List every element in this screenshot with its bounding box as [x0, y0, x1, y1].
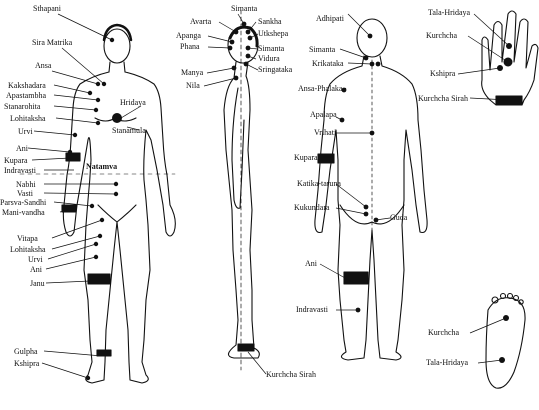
label-phana: Phana: [180, 42, 200, 51]
front-head: [103, 28, 131, 64]
foot-figure: [485, 292, 526, 389]
label-kurchcha-sirah-hand: Kurchcha Sirah: [418, 94, 468, 103]
label-kakshadara: Kakshadara: [8, 81, 46, 90]
back-knee-band: [343, 271, 369, 285]
label-katika-taruna: Katika-taruna: [297, 179, 341, 188]
label-ani-upper: Ani: [16, 144, 28, 153]
label-adhipati: Adhipati: [316, 14, 344, 23]
label-vidura: Vidura: [258, 54, 280, 63]
front-elbow-band: [65, 152, 81, 162]
label-ani-lower: Ani: [30, 265, 42, 274]
label-kshipra-hand: Kshipra: [430, 69, 456, 78]
front-figure: [61, 23, 176, 384]
label-vrihati: Vrihati: [314, 128, 337, 137]
label-kukundara: Kukundara: [294, 203, 330, 212]
hand-outline: [481, 10, 539, 106]
front-hair: [102, 23, 133, 42]
front-ankle-band: [96, 349, 112, 357]
label-avarta: Avarta: [190, 17, 212, 26]
label-urvi-lower: Urvi: [28, 255, 43, 264]
label-parsva-sandhi: Parsva-Sandhi: [0, 198, 47, 207]
label-stanarohita: Stanarohita: [4, 102, 41, 111]
hand-wrist-band: [495, 95, 523, 105]
label-nabhi: Nabhi: [16, 180, 36, 189]
front-neck: [108, 61, 126, 73]
label-kurchcha-foot: Kurchcha: [428, 328, 460, 337]
label-kurchcha-sirah-side: Kurchcha Sirah: [266, 370, 316, 379]
label-apanga: Apanga: [176, 31, 201, 40]
label-lohitaksha-lower: Lohitaksha: [10, 245, 46, 254]
side-body: [223, 61, 260, 359]
front-torso: [62, 71, 176, 384]
label-mani-vandha: Mani-vandha: [2, 208, 45, 217]
label-vasti: Vasti: [17, 189, 33, 198]
label-apalapa: Apalapa: [310, 110, 337, 119]
label-stanamula: Stanamula: [112, 126, 146, 135]
back-head: [356, 18, 388, 58]
side-figure: [223, 9, 260, 371]
back-elbow-band: [317, 153, 335, 164]
label-tala-hridaya-foot: Tala-Hridaya: [426, 358, 469, 367]
label-sira-matrika: Sira Matrika: [32, 38, 73, 47]
label-utkshepa: Utkshepa: [258, 29, 289, 38]
label-vitapa: Vitapa: [17, 234, 38, 243]
foot-toe-5: [518, 299, 524, 305]
leader-lines: [27, 13, 510, 379]
side-ankle-band: [237, 343, 255, 352]
label-ani-back: Ani: [305, 259, 317, 268]
hand-figure: [481, 10, 539, 106]
label-natamva: Natamva: [86, 162, 118, 171]
label-kurchcha-hand: Kurchcha: [426, 31, 458, 40]
label-kupara: Kupara: [4, 156, 28, 165]
label-lohitaksha-upper: Lohitaksha: [10, 114, 46, 123]
label-janu: Janu: [30, 279, 45, 288]
front-groin: [97, 204, 137, 223]
back-figure: [314, 18, 428, 361]
label-hridaya: Hridaya: [120, 98, 146, 107]
side-arm: [231, 87, 245, 209]
back-body: [314, 55, 428, 361]
front-wrist-band: [61, 204, 77, 213]
foot-outline: [485, 297, 526, 389]
label-kupara-back: Kupara: [294, 153, 318, 162]
label-simanta-back: Simanta: [309, 45, 336, 54]
label-tala-hridaya-hand: Tala-Hridaya: [428, 8, 471, 17]
label-urvi-upper: Urvi: [18, 127, 33, 136]
label-gulpha: Gulpha: [14, 347, 38, 356]
label-manya: Manya: [181, 68, 204, 77]
foot-toe-1: [491, 296, 499, 304]
label-kshipra-front: Kshipra: [14, 359, 40, 368]
label-sringataka: Sringataka: [258, 65, 293, 74]
marma-points: [67, 21, 513, 381]
label-ansa: Ansa: [35, 61, 52, 70]
foot-toe-3: [506, 292, 514, 300]
label-indravasti: Indravasti: [4, 166, 36, 175]
foot-toe-2: [499, 292, 507, 300]
label-guda: Guda: [390, 213, 408, 222]
label-krikataka: Krikataka: [312, 59, 344, 68]
label-apastambha: Apastambha: [6, 91, 46, 100]
front-knee-band-left: [87, 273, 111, 285]
label-indravasti-back: Indravasti: [296, 305, 328, 314]
foot-toe-4: [512, 294, 520, 302]
label-simanta-side: Simanta: [258, 44, 285, 53]
label-sankha: Sankha: [258, 17, 282, 26]
label-nila: Nila: [186, 81, 200, 90]
label-simanta-top: Simanta: [231, 4, 258, 13]
label-sthapani: Sthapani: [33, 4, 61, 13]
label-ansa-phalaka: Ansa-Phalaka: [298, 84, 343, 93]
